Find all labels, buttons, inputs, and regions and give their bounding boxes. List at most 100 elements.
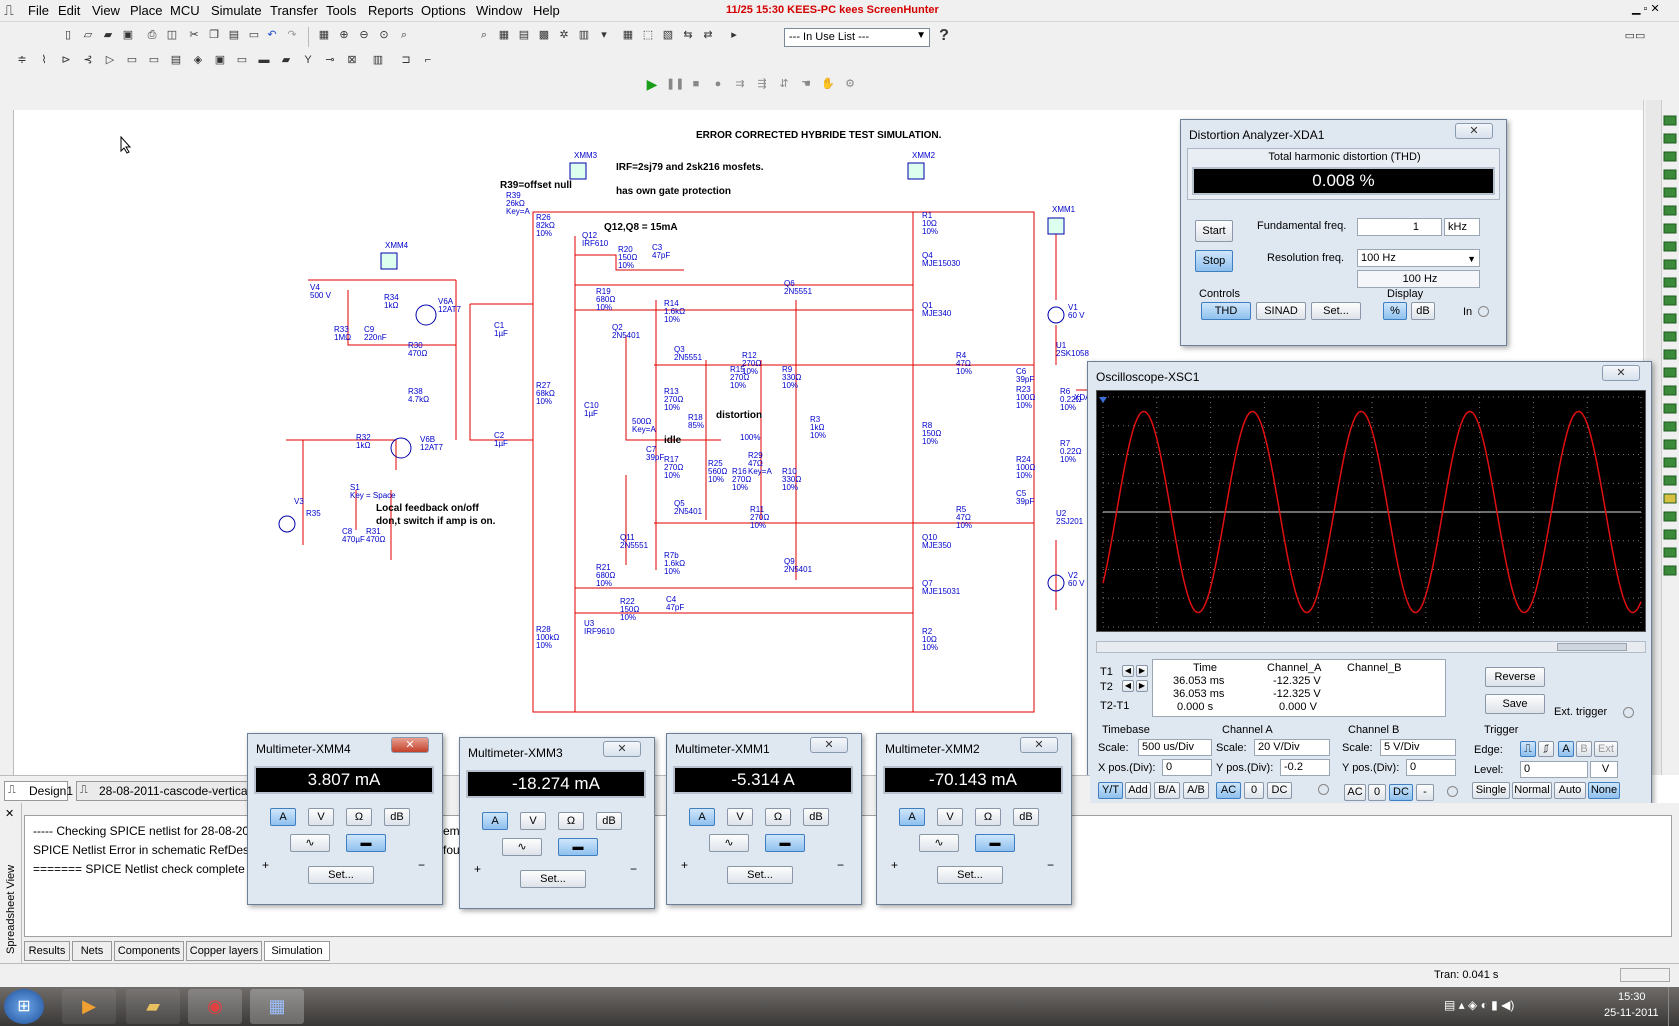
channel-b-ac-button[interactable]: AC — [1344, 784, 1366, 801]
zoom-out-icon[interactable]: ⊖ — [359, 29, 369, 41]
voltmeter-button[interactable]: V — [308, 808, 334, 826]
menu-tools[interactable]: Tools — [326, 3, 357, 18]
ac-mode-button[interactable]: ∿ — [709, 834, 749, 852]
explorer-icon[interactable]: ▰ — [126, 989, 180, 1024]
single-button[interactable]: Single — [1472, 782, 1510, 799]
multimeter-xmm3-window[interactable]: Multimeter-XMM3 ✕ -18.274 mA A V Ω dB ∿ … — [459, 737, 655, 909]
trigger-b-button[interactable]: B — [1576, 741, 1592, 757]
mode-icon[interactable]: ▸ — [731, 29, 737, 41]
close-button[interactable]: ✕ — [1602, 365, 1640, 381]
electromechanical-icon[interactable]: ⊸ — [325, 54, 335, 66]
transfer-icon[interactable]: ⇆ — [683, 29, 693, 41]
mixed-icon[interactable]: ◈ — [193, 54, 203, 66]
tab-components[interactable]: Components — [114, 941, 184, 961]
spreadsheet-icon[interactable]: ▦ — [498, 29, 510, 41]
close-button[interactable]: ✕ — [810, 737, 848, 753]
open-icon[interactable]: ▱ — [83, 29, 93, 41]
full-screen-icon[interactable]: ▦ — [318, 29, 330, 41]
ohmmeter-button[interactable]: Ω — [558, 812, 584, 830]
channel-a-ypos-input[interactable]: -0.2 — [1280, 759, 1330, 776]
multisim-icon[interactable]: ▦ — [250, 989, 304, 1024]
multimeter-xmm2-window[interactable]: Multimeter-XMM2 ✕ -70.143 mA A V Ω dB ∿ … — [876, 733, 1072, 905]
decibel-button[interactable]: dB — [1013, 808, 1039, 826]
set-button[interactable]: Set... — [937, 866, 1003, 884]
none-button[interactable]: None — [1588, 782, 1620, 799]
voltmeter-button[interactable]: V — [520, 812, 546, 830]
ammeter-button[interactable]: A — [689, 808, 715, 826]
probe-icon[interactable]: ☚ — [801, 78, 811, 90]
bus-icon[interactable]: ⊐ — [401, 54, 411, 66]
ammeter-button[interactable]: A — [482, 812, 508, 830]
multimeter-xmm1-window[interactable]: Multimeter-XMM1 ✕ -5.314 A A V Ω dB ∿ ▬ … — [666, 733, 862, 905]
channel-b-minus-button[interactable]: - — [1416, 784, 1434, 801]
step-into-icon[interactable]: ⇵ — [779, 78, 789, 90]
fundamental-input[interactable]: 1 — [1357, 218, 1442, 236]
diode-icon[interactable]: ⊳ — [61, 54, 71, 66]
mcu-icon[interactable]: ⊠ — [347, 54, 357, 66]
xpos-input[interactable]: 0 — [1162, 759, 1212, 776]
erc-icon[interactable]: ▦ — [622, 29, 634, 41]
cmos-icon[interactable]: ▭ — [148, 54, 160, 66]
t1-right-arrow[interactable]: ▶ — [1136, 665, 1148, 677]
trigger-a-button[interactable]: A — [1558, 741, 1574, 757]
channel-b-zero-button[interactable]: 0 — [1368, 784, 1386, 801]
window-controls[interactable]: ▁ ▫ ✕ — [1632, 3, 1660, 15]
voltmeter-button[interactable]: V — [727, 808, 753, 826]
delete-icon[interactable]: ▭ — [248, 29, 260, 41]
tray-icons[interactable]: ▤ ▴ ◈ ◐ ▮ ◀) — [1444, 998, 1515, 1012]
rising-edge-button[interactable]: ⎍ — [1520, 741, 1536, 757]
plus-terminal-icon[interactable]: + — [681, 858, 689, 872]
channel-a-ac-button[interactable]: AC — [1216, 782, 1241, 799]
timebase-scale-input[interactable]: 500 us/Div — [1138, 739, 1212, 756]
oscilloscope-window[interactable]: Oscilloscope-XSC1 ✕ T1 T2 T2-T1 ◀ ▶ ◀ ▶ … — [1087, 361, 1652, 808]
tab-copper-layers[interactable]: Copper layers — [186, 941, 262, 961]
dc-mode-button[interactable]: ▬ — [346, 834, 386, 852]
analog-icon[interactable]: ▷ — [105, 54, 115, 66]
new-icon[interactable]: ▯ — [64, 29, 72, 41]
yt-button[interactable]: Y/T — [1098, 782, 1123, 799]
misc-digital-icon[interactable]: ▤ — [170, 54, 182, 66]
add-button[interactable]: Add — [1125, 782, 1151, 799]
wire-icon[interactable]: ⌐ — [424, 54, 432, 66]
decibel-button[interactable]: dB — [596, 812, 622, 830]
set-button[interactable]: Set... — [727, 866, 793, 884]
ohmmeter-button[interactable]: Ω — [346, 808, 372, 826]
hierarchical-icon[interactable]: ▥ — [372, 54, 384, 66]
probe-all-icon[interactable]: ✋ — [821, 78, 835, 90]
falling-edge-button[interactable]: ⎎ — [1538, 741, 1554, 757]
zoom-area-icon[interactable]: ⊙ — [379, 29, 389, 41]
channel-b-terminal-icon[interactable] — [1447, 786, 1458, 797]
db-button[interactable]: dB — [1411, 302, 1435, 320]
step-icon[interactable]: ⇉ — [735, 78, 745, 90]
t1-left-arrow[interactable]: ◀ — [1122, 665, 1134, 677]
minus-terminal-icon[interactable]: − — [1047, 858, 1055, 872]
design-toolbox-icon[interactable]: ⌕ — [480, 29, 488, 41]
scope-scrollbar[interactable] — [1096, 641, 1646, 653]
start-button[interactable]: Start — [1195, 220, 1233, 242]
trigger-level-input[interactable]: 0 — [1520, 761, 1588, 778]
save-button[interactable]: Save — [1485, 694, 1545, 714]
print-icon[interactable]: ⎙ — [147, 29, 157, 41]
set-button[interactable]: Set... — [308, 866, 374, 884]
back-annotate-icon[interactable]: ▧ — [662, 29, 674, 41]
menu-reports[interactable]: Reports — [368, 3, 414, 18]
menu-help[interactable]: Help — [533, 3, 560, 18]
menu-transfer[interactable]: Transfer — [270, 3, 318, 18]
ttl-icon[interactable]: ▭ — [126, 54, 138, 66]
breakpoint-icon[interactable]: ● — [714, 78, 722, 90]
t2-left-arrow[interactable]: ◀ — [1122, 680, 1134, 692]
component-wizard-icon[interactable]: ✲ — [559, 29, 569, 41]
tab-cascode[interactable]: 28-08-2011-cascode-vertical — [76, 781, 256, 801]
app-icon[interactable]: ⎍ — [4, 2, 14, 18]
ohmmeter-button[interactable]: Ω — [975, 808, 1001, 826]
grapher-icon[interactable]: ▥ — [578, 29, 590, 41]
close-button[interactable]: ✕ — [1455, 123, 1493, 139]
pause-icon[interactable]: ❚❚ — [666, 78, 685, 90]
tab-design1[interactable]: Design1 — [4, 781, 73, 801]
ac-mode-button[interactable]: ∿ — [919, 834, 959, 852]
channel-a-terminal-icon[interactable] — [1318, 784, 1329, 795]
menu-edit[interactable]: Edit — [58, 3, 81, 18]
peripheral-icon[interactable]: ▰ — [281, 54, 291, 66]
close-icon[interactable]: ✕ — [5, 808, 15, 820]
input-terminal-icon[interactable] — [1478, 306, 1489, 317]
